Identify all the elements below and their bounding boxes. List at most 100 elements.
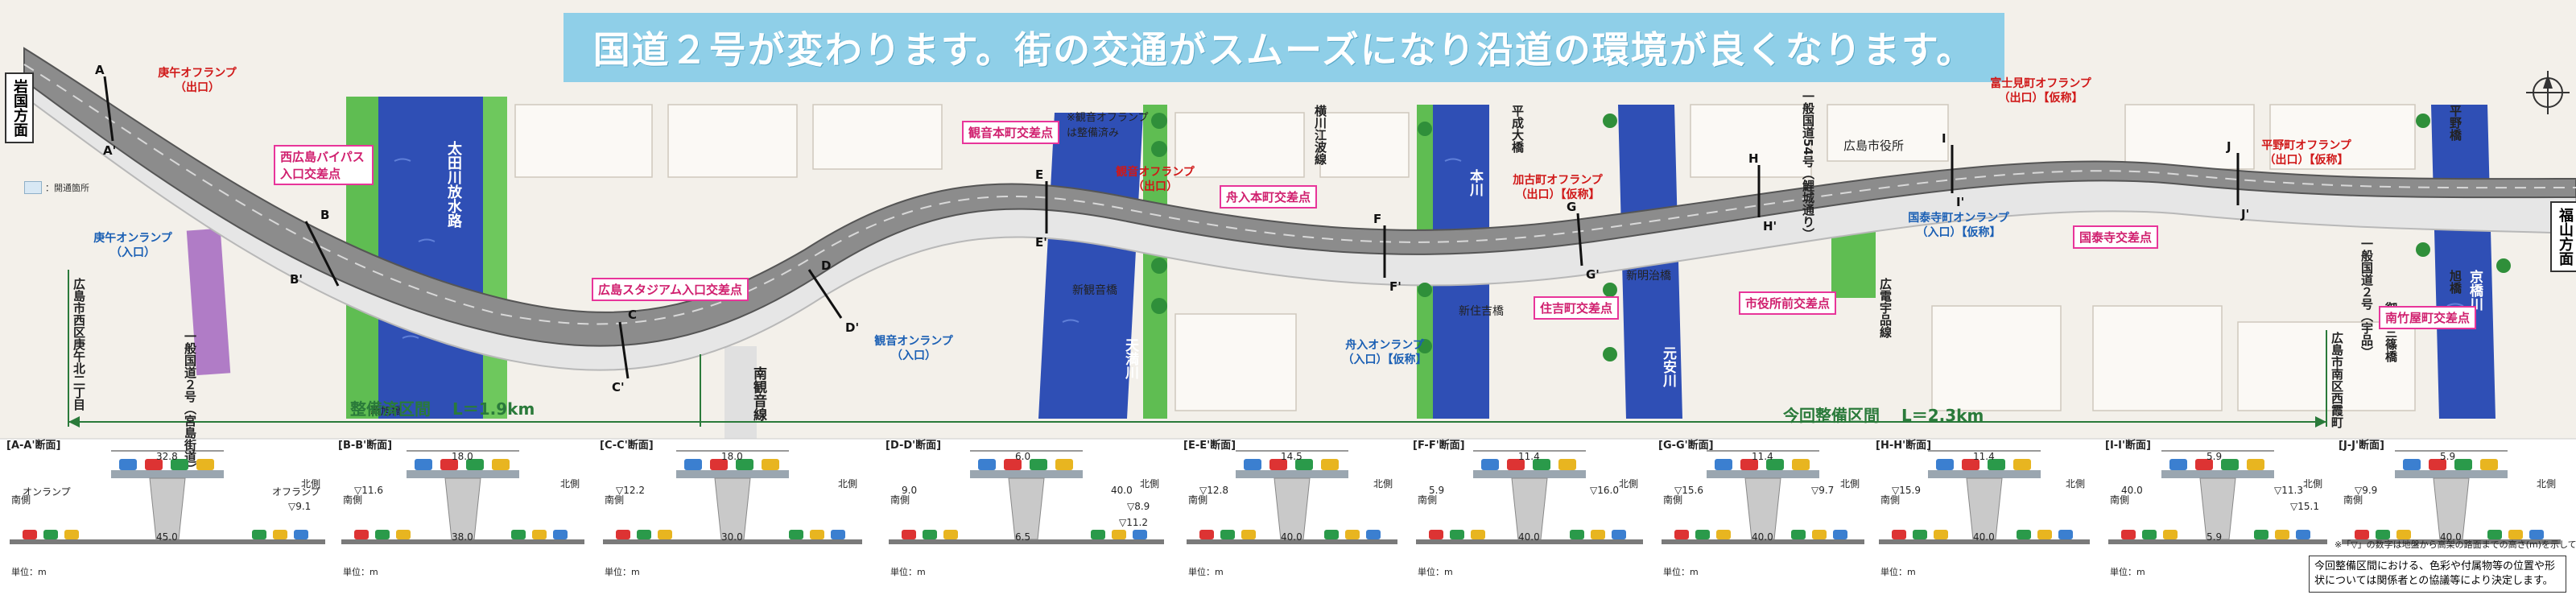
ramp-kannon-off: 観音オフランプ（出口） [1116, 166, 1195, 193]
headline-banner: 国道２号が変わります。街の交通がスムーズになり沿道の環境が良くなります。 [564, 13, 2004, 82]
shinkannon-bridge-label: 新観音橋 [1072, 284, 1117, 297]
section-deck [676, 470, 789, 478]
svg-text:D': D' [845, 320, 859, 335]
city-hall-label: 広島市役所 [1843, 138, 1905, 153]
city-blocks [514, 104, 2416, 411]
section-south-label: 南側 [343, 494, 363, 506]
start-place-label: 広島市西区庚午北二丁目 [72, 278, 86, 411]
vehicle-icon [375, 530, 390, 539]
cross-section-drawing [1662, 450, 1864, 544]
section-ground [2108, 539, 2327, 544]
legend-label: ：開通箇所 [45, 183, 89, 193]
segment-done-length: L＝1.9km [452, 399, 535, 419]
vehicle-icon [1716, 530, 1731, 539]
section-south-label: 南側 [11, 494, 31, 506]
section-ground [603, 539, 862, 544]
svg-text:E': E' [1035, 235, 1047, 250]
vehicle-icon [119, 459, 137, 470]
tag-sumiyoshi: 住吉町交差点 [1534, 296, 1620, 320]
segment-done-label: 整備済区間 [350, 399, 431, 419]
vehicle-icon [2013, 459, 2031, 470]
cross-section-title: [F-F'断面] [1413, 440, 1465, 452]
yokogawa-label: 横川江波線 [1313, 105, 1327, 165]
vehicle-icon [396, 530, 411, 539]
section-dimension: 30.0 [721, 531, 743, 543]
section-dimension: 5.9 [2207, 531, 2223, 543]
svg-text:E: E [1035, 167, 1043, 182]
section-deck [2161, 470, 2274, 478]
vehicle-icon [1715, 459, 1732, 470]
section-pier [1744, 477, 1781, 540]
svg-text:F: F [1373, 212, 1381, 226]
ramp-hirano-off: 平野町オフランプ（出口）【仮称】 [2261, 139, 2351, 167]
section-unit: 単位：m [605, 567, 640, 577]
section-dimension: ▽15.1 [2290, 501, 2319, 512]
vehicle-icon [1199, 530, 1214, 539]
segment-arrow-left [68, 416, 80, 428]
section-dimension: 11.4 [1752, 451, 1773, 462]
section-pier [149, 477, 186, 540]
cross-section-drawing [1879, 450, 2090, 544]
section-pier [1966, 477, 2003, 540]
vehicle-icon [684, 459, 702, 470]
vehicle-icon [2529, 530, 2544, 539]
section-dimension: 14.5 [1281, 451, 1302, 462]
section-north-label: 北側 [1373, 478, 1393, 490]
svg-text:A: A [95, 63, 105, 77]
svg-text:H: H [1748, 151, 1759, 166]
section-pier [714, 477, 751, 540]
tag-funairihonmachi: 舟入本町交差点 [1220, 185, 1318, 209]
direction-east: 福山方面 [2550, 201, 2576, 272]
compass-north-icon [2543, 74, 2553, 89]
vehicle-icon [64, 530, 79, 539]
section-pier [1274, 477, 1311, 540]
tag-kannonhonmachi: 観音本町交差点 [962, 121, 1060, 144]
vehicle-icon [923, 530, 937, 539]
svg-text:F': F' [1389, 279, 1402, 294]
section-unit: 単位：m [1880, 567, 1916, 577]
hiranomachi-bridge-label: 平野橋 [2448, 105, 2462, 141]
section-deck [1236, 470, 1348, 478]
ramp-kakomachi-off: 加古町オフランプ（出口）【仮称】 [1513, 174, 1603, 201]
section-south-label: 南側 [1880, 494, 1901, 506]
section-south-label: 南側 [890, 494, 910, 506]
section-ground [1879, 539, 2090, 544]
section-deck [2395, 470, 2508, 478]
section-dimension: 40.0 [1518, 531, 1540, 543]
section-dimension: 18.0 [452, 451, 473, 462]
section-pier [444, 477, 481, 540]
vehicle-icon [354, 530, 369, 539]
section-unit: 単位：m [11, 567, 47, 577]
vehicle-icon [1321, 459, 1339, 470]
svg-text:J': J' [2240, 207, 2249, 221]
shinsumiyoshi-bridge-label: 新住吉橋 [1459, 305, 1504, 318]
vehicle-icon [978, 459, 996, 470]
cross-section-title: [B-B'断面] [338, 440, 393, 452]
vehicle-icon [1366, 530, 1381, 539]
section-dimension: 40.0 [1752, 531, 1773, 543]
segment-current-text: 今回整備区間 L＝2.3km [1783, 403, 1984, 426]
heisei-ohashi-label: 平成大橋 [1510, 105, 1525, 153]
vehicle-icon [2058, 530, 2073, 539]
vehicle-icon [810, 530, 824, 539]
section-ground [1187, 539, 1397, 544]
vehicle-icon [762, 459, 779, 470]
vehicle-icon [511, 530, 526, 539]
direction-west: 岩国方面 [5, 72, 34, 143]
vehicle-icon [1934, 530, 1948, 539]
section-unit: 単位：m [890, 567, 926, 577]
svg-text:G': G' [1586, 267, 1600, 282]
vehicle-icon [1591, 530, 1605, 539]
route54-label: 一般国道54号（鯉城通り） [1801, 90, 1815, 240]
vehicle-icon [553, 530, 568, 539]
vehicle-icon [637, 530, 651, 539]
trees [1151, 113, 2511, 361]
vehicle-icon [1740, 459, 1758, 470]
section-north-label: 北側 [1619, 478, 1639, 490]
vehicle-icon [2121, 530, 2136, 539]
vehicle-icon [2454, 459, 2472, 470]
vehicle-icon [43, 530, 58, 539]
